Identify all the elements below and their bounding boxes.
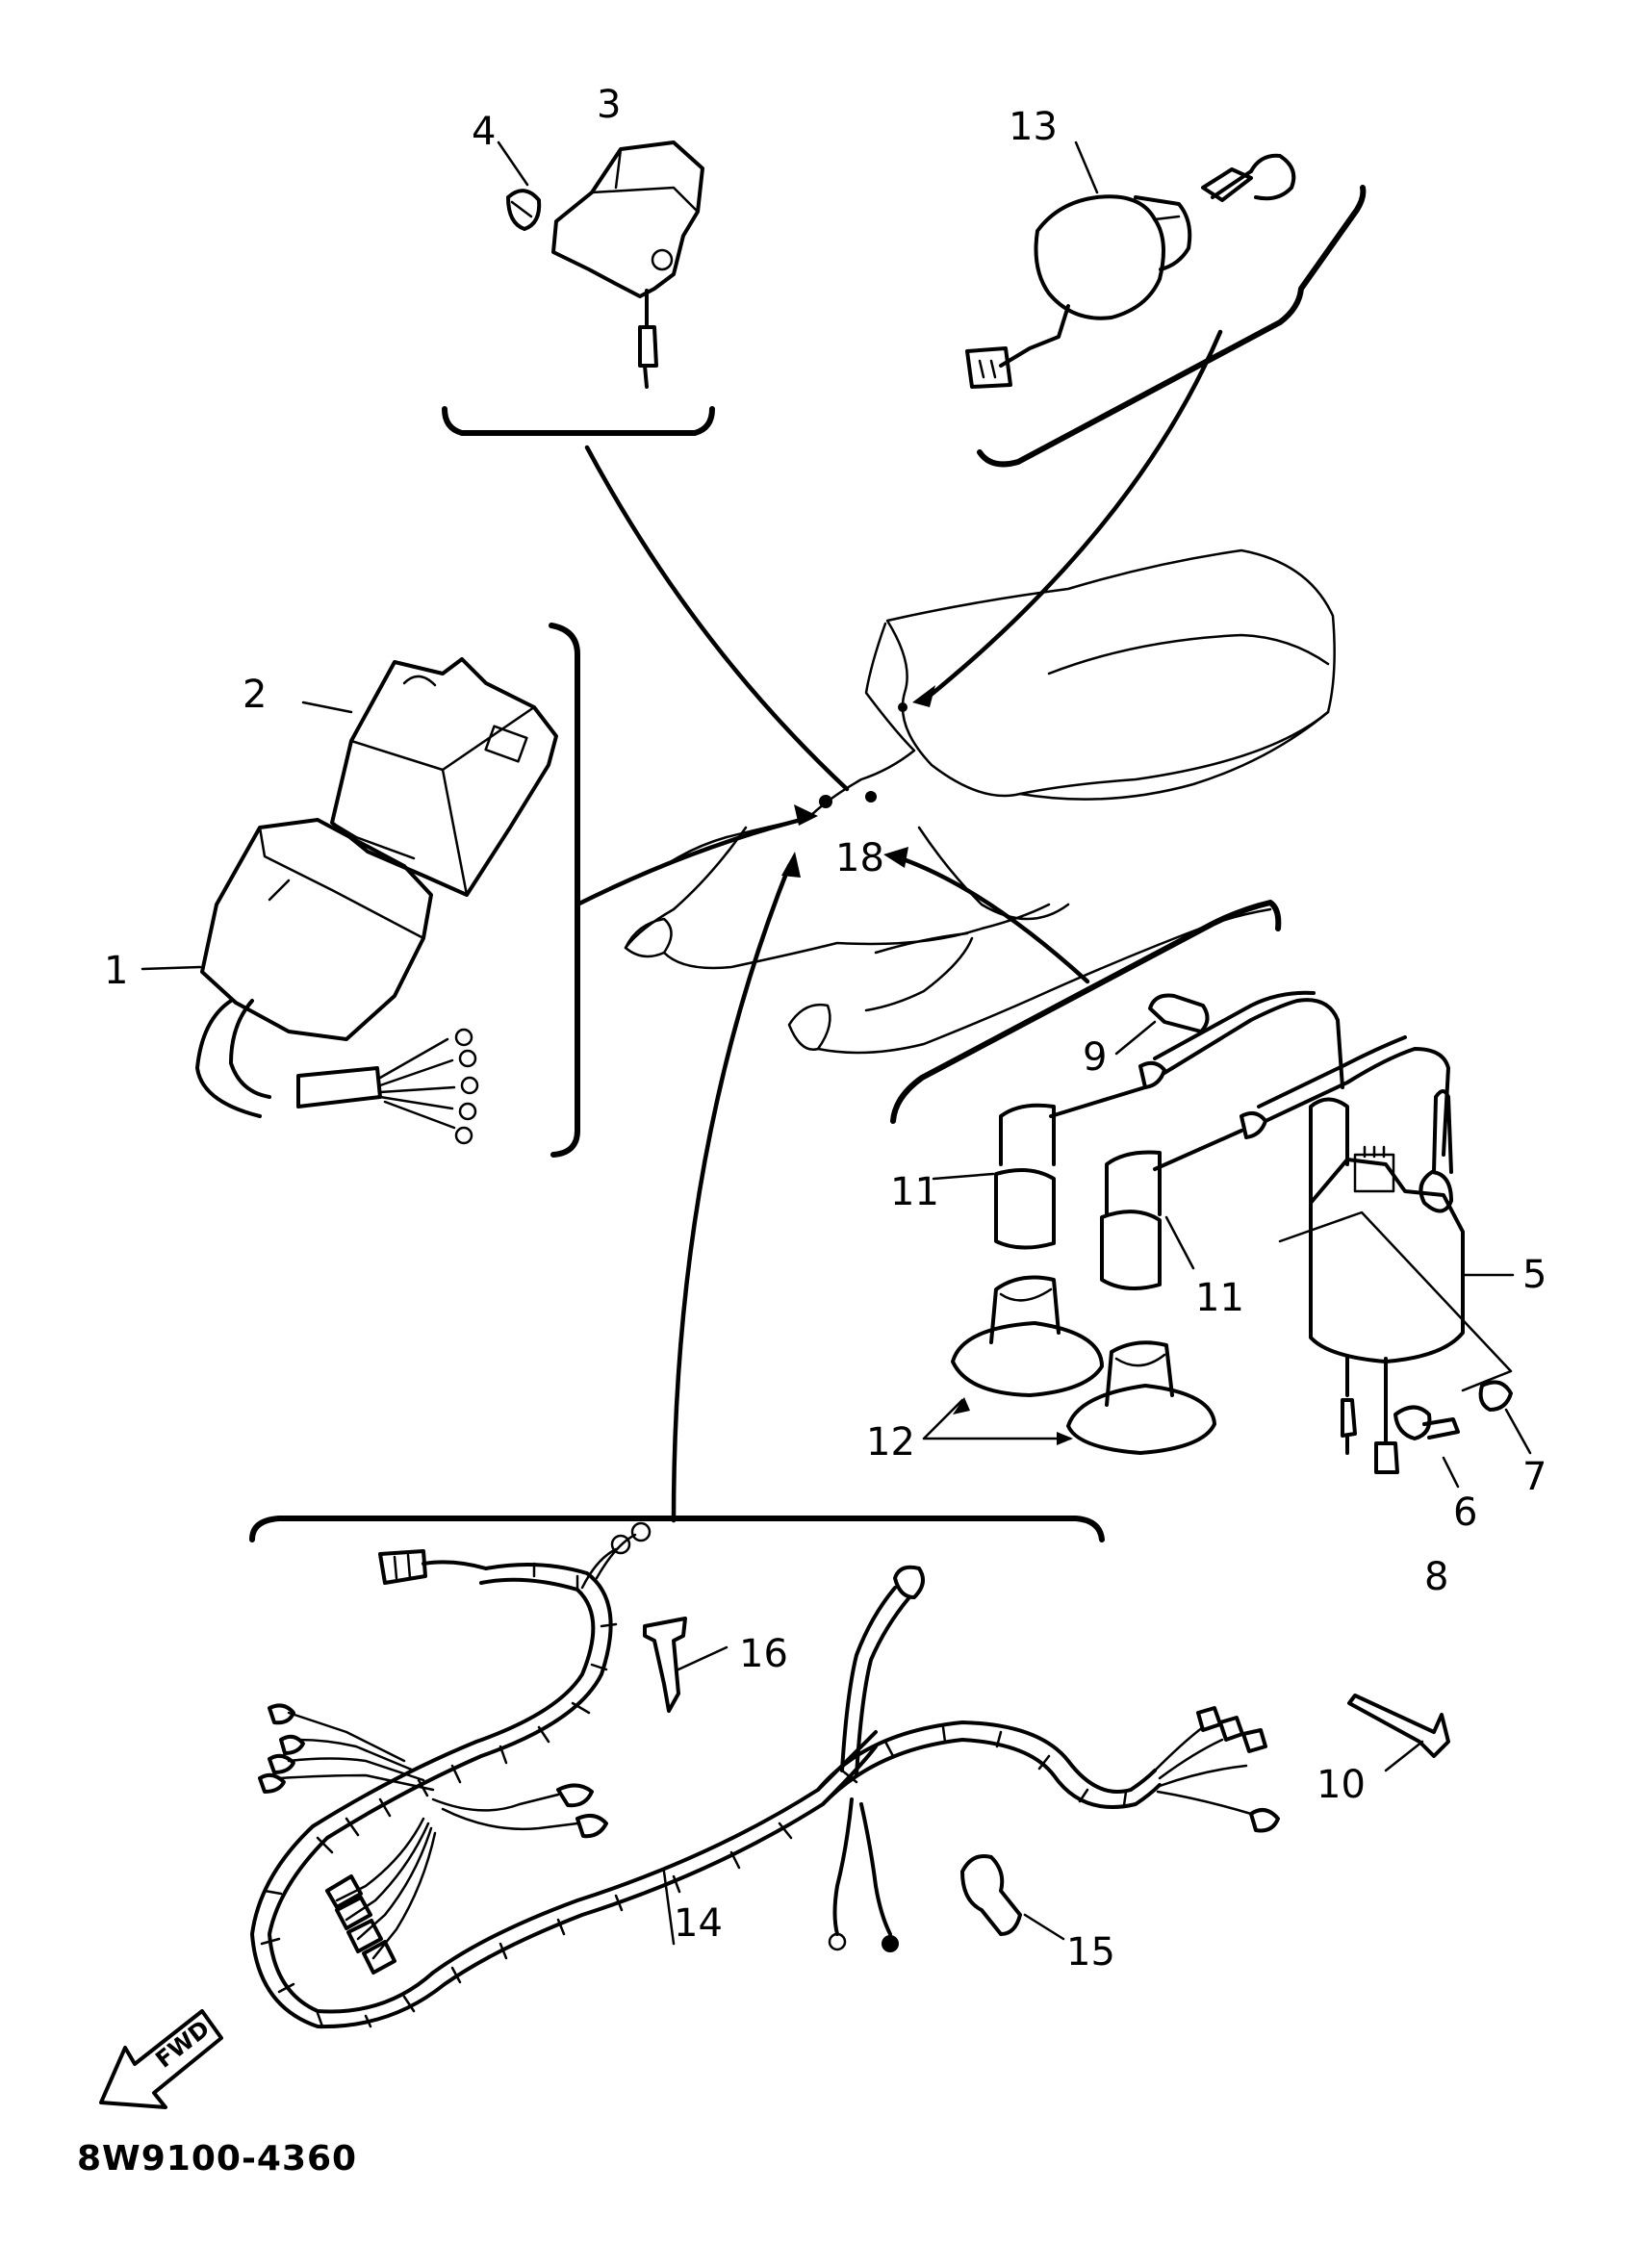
callout-labels: 3 4 13 2 1 18 9 11 11 5 12 7 6 8 16 10 1… xyxy=(104,83,1547,1975)
part-15-clamp xyxy=(960,1854,1065,1941)
callout-5: 5 xyxy=(1522,1253,1547,1297)
callout-13: 13 xyxy=(1009,105,1058,149)
callout-11a: 11 xyxy=(890,1170,939,1214)
callout-15: 15 xyxy=(1066,1930,1115,1975)
drawing-code: 8W9100-4360 xyxy=(77,2139,357,2179)
part-10-cable-tie xyxy=(1347,1694,1450,1772)
part-14-wire-harness xyxy=(250,1521,1280,2029)
part-4-nut xyxy=(497,140,542,231)
bracket-right xyxy=(890,900,1282,1124)
part-16-clamp xyxy=(643,1617,729,1713)
callout-18: 18 xyxy=(835,836,884,880)
callout-4: 4 xyxy=(472,110,496,154)
part-9-clip xyxy=(1114,993,1210,1056)
bracket-left xyxy=(549,623,580,1158)
callout-16: 16 xyxy=(739,1632,788,1676)
callout-12: 12 xyxy=(866,1420,915,1465)
callout-2: 2 xyxy=(243,673,267,717)
callout-10: 10 xyxy=(1316,1763,1366,1807)
part-13-main-switch xyxy=(965,140,1296,389)
callout-11b: 11 xyxy=(1195,1276,1244,1320)
part-3-regulator xyxy=(551,140,704,389)
group-leader-lines xyxy=(575,329,1223,1523)
bracket-top-left xyxy=(442,406,715,436)
part-2-cdi-unit xyxy=(301,657,558,897)
callout-14: 14 xyxy=(674,1901,723,1946)
group-brackets xyxy=(249,185,1367,1542)
bracket-bottom xyxy=(249,1516,1105,1542)
fwd-label: FWD xyxy=(150,2015,215,2074)
callout-6: 6 xyxy=(1453,1491,1477,1535)
vehicle-body-outline xyxy=(624,548,1336,1055)
part-11-spark-plug-caps xyxy=(932,990,1450,1290)
callout-1: 1 xyxy=(104,949,128,993)
callout-3: 3 xyxy=(597,83,621,127)
callout-9: 9 xyxy=(1083,1035,1107,1080)
part-6-bolt xyxy=(1393,1405,1460,1489)
part-1-unit-with-wires xyxy=(141,818,479,1145)
bracket-top-right xyxy=(977,185,1367,468)
part-12-grommets xyxy=(922,1275,1216,1455)
part-7-washer xyxy=(1478,1380,1532,1455)
part-5-ignition-coil xyxy=(1278,1089,1515,1474)
callout-7: 7 xyxy=(1522,1455,1547,1499)
forward-direction-arrow: FWD xyxy=(99,2009,223,2109)
callout-8: 8 xyxy=(1424,1555,1448,1599)
